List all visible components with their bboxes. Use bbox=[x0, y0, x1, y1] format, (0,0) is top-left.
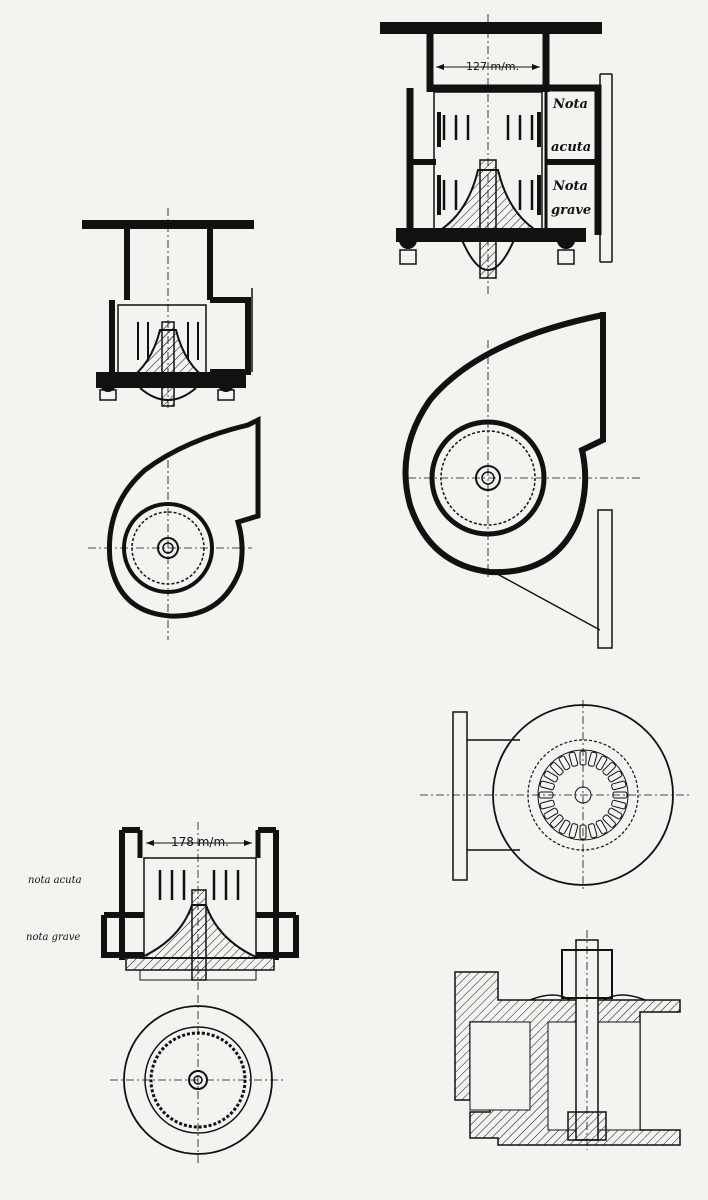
rotor-slot bbox=[568, 823, 579, 839]
rotor-slot bbox=[543, 807, 559, 820]
rotor-slot bbox=[607, 770, 623, 783]
rotor-slot bbox=[558, 819, 571, 835]
small-siren-section bbox=[82, 208, 254, 410]
rotor-slot bbox=[602, 814, 616, 828]
dimension-127: 127 m/m. bbox=[466, 60, 519, 73]
rotor-slot bbox=[568, 751, 579, 767]
rotor-slot bbox=[611, 799, 627, 810]
dimension-178: 178 m/m. bbox=[171, 835, 229, 849]
rotor-slot bbox=[543, 770, 559, 783]
rotor-slot bbox=[602, 762, 616, 776]
two-tone-siren-section: 127 m/m. Nota acuta Nota grav bbox=[380, 14, 613, 296]
rotor-hatched-section bbox=[454, 930, 681, 1150]
label-nota-acuta-2: acuta bbox=[551, 140, 591, 155]
label-nota-acuta-lower: nota acuta bbox=[28, 875, 82, 886]
large-siren-plan bbox=[110, 995, 285, 1165]
label-nota-acuta-1: Nota bbox=[552, 97, 588, 112]
label-nota-grave-lower: nota grave bbox=[26, 932, 80, 943]
rotor-slot bbox=[550, 814, 564, 828]
rotor-slot bbox=[595, 755, 608, 771]
small-siren-volute-plan bbox=[88, 415, 261, 640]
large-siren-section: 178 m/m. nota acuta nota grave bbox=[26, 822, 299, 990]
rotor-slot bbox=[611, 780, 627, 791]
rotor-slot bbox=[550, 762, 564, 776]
rotor-slot bbox=[595, 819, 608, 835]
rotor-slot bbox=[607, 807, 623, 820]
rotor-plan-view bbox=[420, 700, 690, 890]
rotor-slot bbox=[558, 755, 571, 771]
rotor-slot bbox=[587, 751, 598, 767]
rotor-slot bbox=[539, 799, 555, 810]
label-nota-grave-1: Nota bbox=[552, 179, 588, 194]
large-siren-volute-plan bbox=[402, 312, 640, 649]
rotor-slot bbox=[539, 780, 555, 791]
rotor-slot bbox=[587, 823, 598, 839]
label-nota-grave-2: grave bbox=[551, 203, 591, 218]
